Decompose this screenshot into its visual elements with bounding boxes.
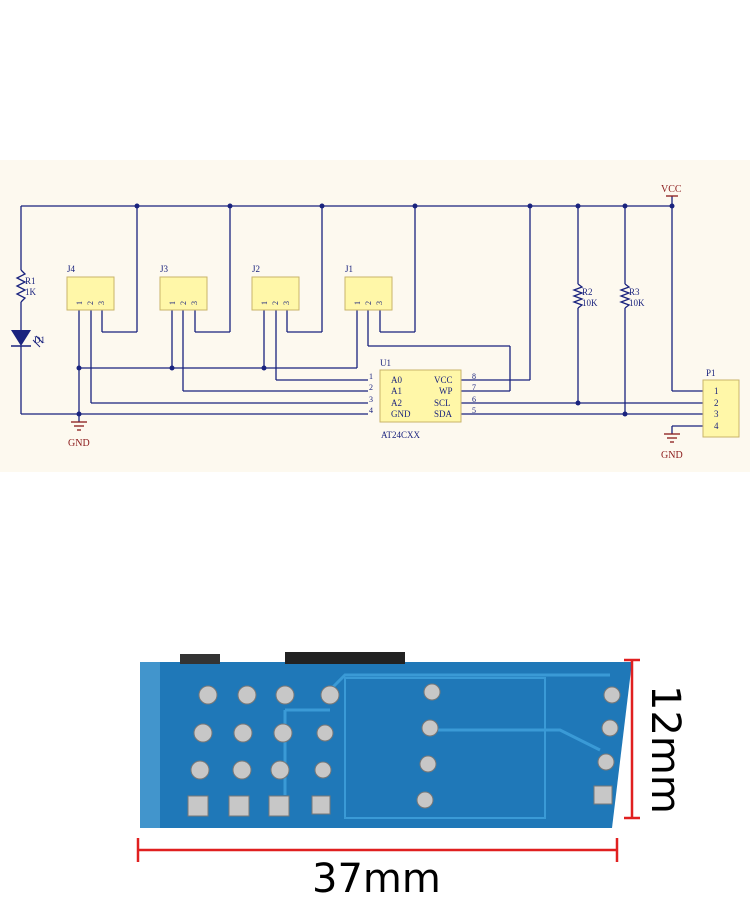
u1-pin-a0: A0 [391,375,402,385]
u1-pin-gnd: GND [391,409,411,419]
led-d1: D1 [11,330,45,348]
resistor-r2: R2 10K [572,283,598,309]
board-edge-component [180,654,220,664]
j2-pin-2: 2 [271,301,280,305]
j2-pin-3: 3 [282,301,291,305]
connector-p1: P1 1 2 3 4 [702,368,740,438]
schematic-diagram: VCC GND GND R1 1K D1 R2 10K R3 10K [0,160,750,472]
r3-ref: R3 [629,287,640,297]
u1-pin-num-5: 5 [472,406,476,415]
u1-pin-wp: WP [439,386,453,396]
junction-dots [76,203,675,417]
j1-pin-2: 2 [364,301,373,305]
u1-pin-sda: SDA [434,409,453,419]
resistor-r1: R1 1K [15,269,37,303]
pcb-traces [283,673,610,819]
vcc-label: VCC [661,184,682,195]
jumper-j4: J4 1 2 3 [66,264,115,311]
gnd-label-right: GND [661,450,683,461]
p1-ref: P1 [706,368,716,378]
d1-ref: D1 [34,335,45,345]
height-label: 12mm [642,685,688,814]
u1-pin-num-7: 7 [472,383,476,392]
u1-pin-a1: A1 [391,386,402,396]
u1-pin-num-4: 4 [369,406,373,415]
resistor-r3: R3 10K [619,283,645,309]
j4-pin-2: 2 [86,301,95,305]
vcc-symbol: VCC [661,184,682,197]
p1-pin-3: 3 [714,409,719,419]
u1-pin-num-1: 1 [369,372,373,381]
r1-ref: R1 [25,276,36,286]
ic-pads [416,683,441,809]
u1-pin-num-2: 2 [369,383,373,392]
gnd-symbol-left [71,421,87,431]
u1-pin-vcc: VCC [434,375,453,385]
j2-ref: J2 [252,264,260,274]
wires [20,196,703,434]
width-label: 37mm [312,856,441,902]
jumper-j2: J2 1 2 3 [251,264,300,311]
j3-ref: J3 [160,264,169,274]
j3-pin-2: 2 [179,301,188,305]
jumper-j3: J3 1 2 3 [159,264,208,311]
pcb-board-photo: 37mm 12mm [136,652,688,902]
u1-pin-num-3: 3 [369,395,373,404]
pcb-board [140,662,632,828]
u1-part: AT24CXX [381,430,421,440]
u1-pin-a2: A2 [391,398,402,408]
width-dimension [136,838,619,862]
gnd-symbol-right [664,433,680,443]
jumper-j1: J1 1 2 3 [344,264,393,311]
p1-pin-2: 2 [714,398,719,408]
schematic-background [0,160,750,472]
jumper-pads [187,685,340,817]
j4-pin-1: 1 [75,301,84,305]
j4-pin-3: 3 [97,301,106,305]
r1-value: 1K [25,287,37,297]
u1-pin-num-8: 8 [472,372,476,381]
j1-ref: J1 [345,264,353,274]
height-dimension [624,658,640,820]
gnd-label-left: GND [68,438,90,449]
chip-edge [285,652,405,664]
header-pins [593,686,621,805]
j2-pin-1: 1 [260,301,269,305]
j4-ref: J4 [67,264,76,274]
p1-pin-1: 1 [714,386,719,396]
p1-pin-4: 4 [714,421,719,431]
r3-value: 10K [629,298,645,308]
j3-pin-1: 1 [168,301,177,305]
j1-pin-3: 3 [375,301,384,305]
ic-u1: U1 AT24CXX A0 A1 A2 GND 1 2 3 4 VCC WP S… [369,358,476,440]
j3-pin-3: 3 [190,301,199,305]
r2-ref: R2 [582,287,593,297]
u1-pin-num-6: 6 [472,395,476,404]
j1-pin-1: 1 [353,301,362,305]
u1-pin-scl: SCL [434,398,451,408]
r2-value: 10K [582,298,598,308]
u1-ref: U1 [380,358,391,368]
